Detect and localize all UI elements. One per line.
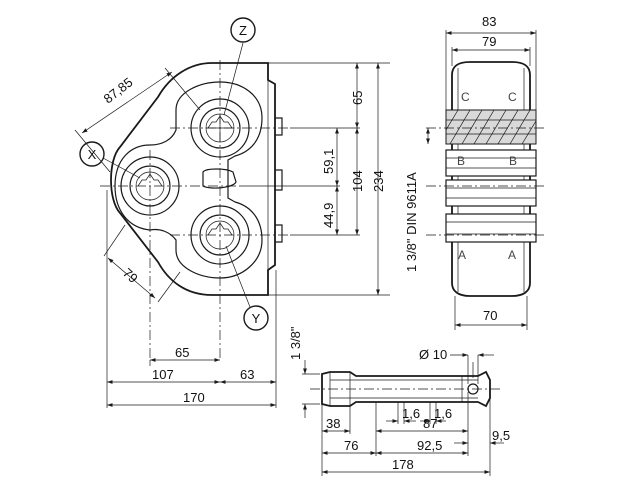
dim-70: 70 [483, 308, 497, 323]
dim-83: 83 [482, 14, 496, 29]
callout-x-label: X [88, 147, 97, 162]
callout-y-label: Y [252, 311, 261, 326]
callout-x-circle [79, 141, 105, 167]
dim-87-85: 87,85 [101, 75, 136, 107]
dim-87: 87 [423, 416, 437, 431]
dim-44-9: 44,9 [321, 203, 336, 228]
dim-1-3-8-shaft: 1 3/8" [288, 326, 303, 360]
shaft-view: Ø 10 1 3/8" 1,6 1,6 38 87 76 [288, 326, 510, 476]
callout-y-circle [243, 305, 269, 331]
dim-65-bottom: 65 [175, 345, 189, 360]
callout-z-label: Z [239, 23, 247, 38]
dim-170: 170 [183, 390, 205, 405]
label-c-right: C [508, 90, 517, 104]
dim-63: 63 [240, 367, 254, 382]
callout-z-circle [230, 17, 256, 43]
front-view: Z X Y 87,85 79 65 59,1 44,9 104 [74, 17, 390, 408]
label-a-right: A [508, 248, 516, 262]
label-b-left: B [457, 154, 465, 168]
dim-1-6-b: 1,6 [434, 406, 452, 421]
dim-76: 76 [344, 438, 358, 453]
dim-65-right: 65 [350, 91, 365, 105]
dim-104: 104 [350, 170, 365, 192]
dim-38: 38 [326, 416, 340, 431]
housing-outline [110, 62, 276, 296]
label-b-right: B [509, 154, 517, 168]
dim-79-side: 79 [482, 34, 496, 49]
dim-92-5: 92,5 [417, 438, 442, 453]
dim-107: 107 [152, 367, 174, 382]
dim-dia-10: Ø 10 [419, 347, 447, 362]
dim-1-6-a: 1,6 [402, 406, 420, 421]
dim-178: 178 [392, 457, 414, 472]
spline-spec-label: 1 3/8" DIN 9611A [404, 172, 419, 272]
dim-59-1: 59,1 [321, 149, 336, 174]
dim-9-5: 9,5 [492, 428, 510, 443]
label-c-left: C [461, 90, 470, 104]
dim-234: 234 [371, 170, 386, 192]
label-a-left: A [458, 248, 466, 262]
side-view: C C B B A A 1 3/8" DIN 9611A 83 79 70 [404, 14, 545, 330]
